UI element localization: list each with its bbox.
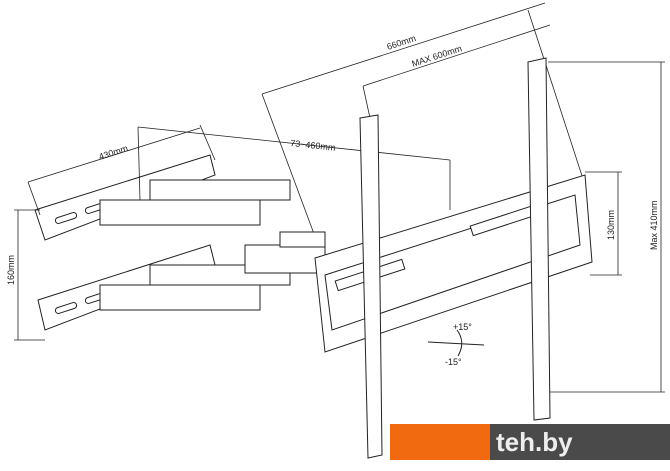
label-tilt-up: +15° (453, 322, 472, 332)
swing-arms (99, 179, 326, 311)
label-430mm: 430mm (98, 143, 130, 162)
tilt-indicator (427, 329, 485, 357)
dimension-lines (14, 2, 665, 393)
watermark-text: teh.by (490, 424, 670, 460)
label-130mm: 130mm (606, 210, 616, 240)
label-max-410mm: Max 410mm (649, 200, 659, 250)
label-73-460mm: 73~460mm (290, 138, 336, 153)
watermark-orange-block (390, 424, 490, 460)
label-tilt-down: -15° (445, 357, 462, 367)
label-160mm: 160mm (6, 255, 16, 285)
vesa-rails (359, 57, 551, 459)
watermark: teh.by (390, 424, 670, 460)
